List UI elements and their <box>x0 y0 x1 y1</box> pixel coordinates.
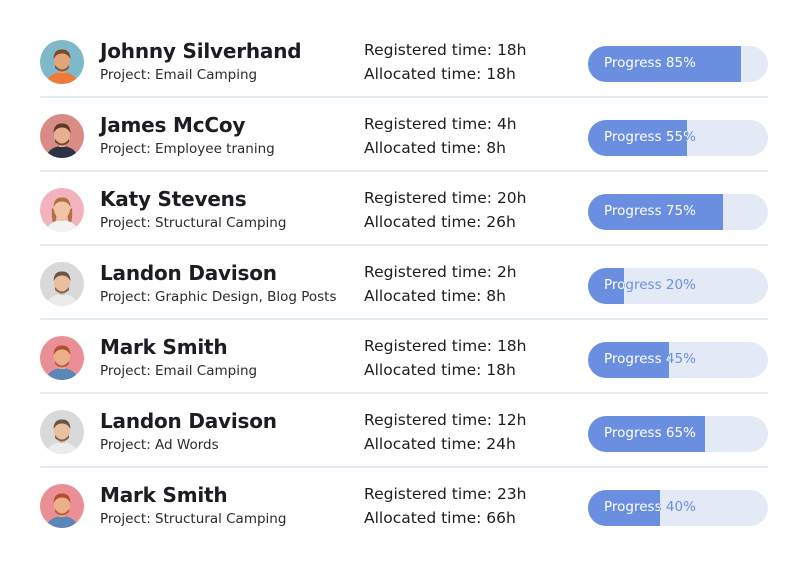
list-item[interactable]: Katy Stevens Project: Structural Camping… <box>40 172 768 246</box>
allocated-time: Allocated time: 24h <box>364 435 516 453</box>
list-item[interactable]: Mark Smith Project: Email Camping Regist… <box>40 320 768 394</box>
allocated-time: Allocated time: 18h <box>364 65 516 83</box>
list-item[interactable]: Landon Davison Project: Graphic Design, … <box>40 246 768 320</box>
allocated-time: Allocated time: 66h <box>364 509 516 527</box>
registered-time: Registered time: 18h <box>364 337 527 355</box>
progress-label-clip: Progress 75% <box>588 194 723 230</box>
progress-label-overlay: Progress 40% <box>604 499 660 515</box>
progress-label: Progress 55% <box>604 129 696 145</box>
avatar <box>40 188 84 232</box>
progress-label-clip: Progress 55% <box>588 120 687 156</box>
progress-label-clip: Progress 85% <box>588 46 741 82</box>
progress-fill <box>588 46 741 82</box>
employee-name: Mark Smith <box>100 335 228 359</box>
progress-label: Progress 40% <box>604 499 696 515</box>
project-label: Project: Email Camping <box>100 67 258 83</box>
registered-time: Registered time: 20h <box>364 189 527 207</box>
allocated-time: Allocated time: 8h <box>364 287 506 305</box>
progress-bar: Progress 75% Progress 75% <box>588 194 768 230</box>
registered-time: Registered time: 4h <box>364 115 517 133</box>
project-label: Project: Graphic Design, Blog Posts <box>100 289 337 305</box>
employee-list: Johnny Silverhand Project: Email Camping… <box>40 24 768 542</box>
progress-label-clip: Progress 40% <box>588 490 660 526</box>
registered-time: Registered time: 23h <box>364 485 527 503</box>
avatar <box>40 262 84 306</box>
progress-bar: Progress 40% Progress 40% <box>588 490 768 526</box>
allocated-time: Allocated time: 8h <box>364 139 506 157</box>
avatar <box>40 484 84 528</box>
progress-bar: Progress 45% Progress 45% <box>588 342 768 378</box>
progress-fill <box>588 194 723 230</box>
project-label: Project: Ad Words <box>100 437 219 453</box>
project-label: Project: Employee traning <box>100 141 275 157</box>
progress-label-overlay: Progress 85% <box>604 55 696 71</box>
progress-bar: Progress 65% Progress 65% <box>588 416 768 452</box>
list-item[interactable]: Landon Davison Project: Ad Words Registe… <box>40 394 768 468</box>
employee-name: Johnny Silverhand <box>100 39 302 63</box>
progress-label: Progress 75% <box>604 203 696 219</box>
progress-label-overlay: Progress 45% <box>604 351 669 367</box>
progress-fill <box>588 120 687 156</box>
allocated-time: Allocated time: 18h <box>364 361 516 379</box>
list-item[interactable]: Johnny Silverhand Project: Email Camping… <box>40 24 768 98</box>
progress-label-overlay: Progress 20% <box>604 277 624 293</box>
progress-label: Progress 65% <box>604 425 696 441</box>
progress-fill <box>588 416 705 452</box>
list-item[interactable]: Mark Smith Project: Structural Camping R… <box>40 468 768 542</box>
avatar <box>40 336 84 380</box>
project-label: Project: Structural Camping <box>100 511 287 527</box>
avatar <box>40 410 84 454</box>
avatar <box>40 114 84 158</box>
progress-bar: Progress 20% Progress 20% <box>588 268 768 304</box>
registered-time: Registered time: 18h <box>364 41 527 59</box>
progress-fill <box>588 342 669 378</box>
progress-label-clip: Progress 45% <box>588 342 669 378</box>
progress-label-overlay: Progress 65% <box>604 425 696 441</box>
registered-time: Registered time: 12h <box>364 411 527 429</box>
employee-name: Landon Davison <box>100 409 277 433</box>
progress-label-overlay: Progress 75% <box>604 203 696 219</box>
employee-name: Landon Davison <box>100 261 277 285</box>
progress-fill <box>588 490 660 526</box>
progress-label-clip: Progress 65% <box>588 416 705 452</box>
allocated-time: Allocated time: 26h <box>364 213 516 231</box>
progress-label: Progress 20% <box>604 277 696 293</box>
progress-label-clip: Progress 20% <box>588 268 624 304</box>
progress-bar: Progress 55% Progress 55% <box>588 120 768 156</box>
employee-name: Mark Smith <box>100 483 228 507</box>
progress-fill <box>588 268 624 304</box>
employee-name: James McCoy <box>100 113 246 137</box>
project-label: Project: Email Camping <box>100 363 258 379</box>
project-label: Project: Structural Camping <box>100 215 287 231</box>
progress-label: Progress 45% <box>604 351 696 367</box>
list-item[interactable]: James McCoy Project: Employee traning Re… <box>40 98 768 172</box>
avatar <box>40 40 84 84</box>
progress-bar: Progress 85% Progress 85% <box>588 46 768 82</box>
registered-time: Registered time: 2h <box>364 263 517 281</box>
progress-label-overlay: Progress 55% <box>604 129 687 145</box>
employee-name: Katy Stevens <box>100 187 247 211</box>
progress-label: Progress 85% <box>604 55 696 71</box>
